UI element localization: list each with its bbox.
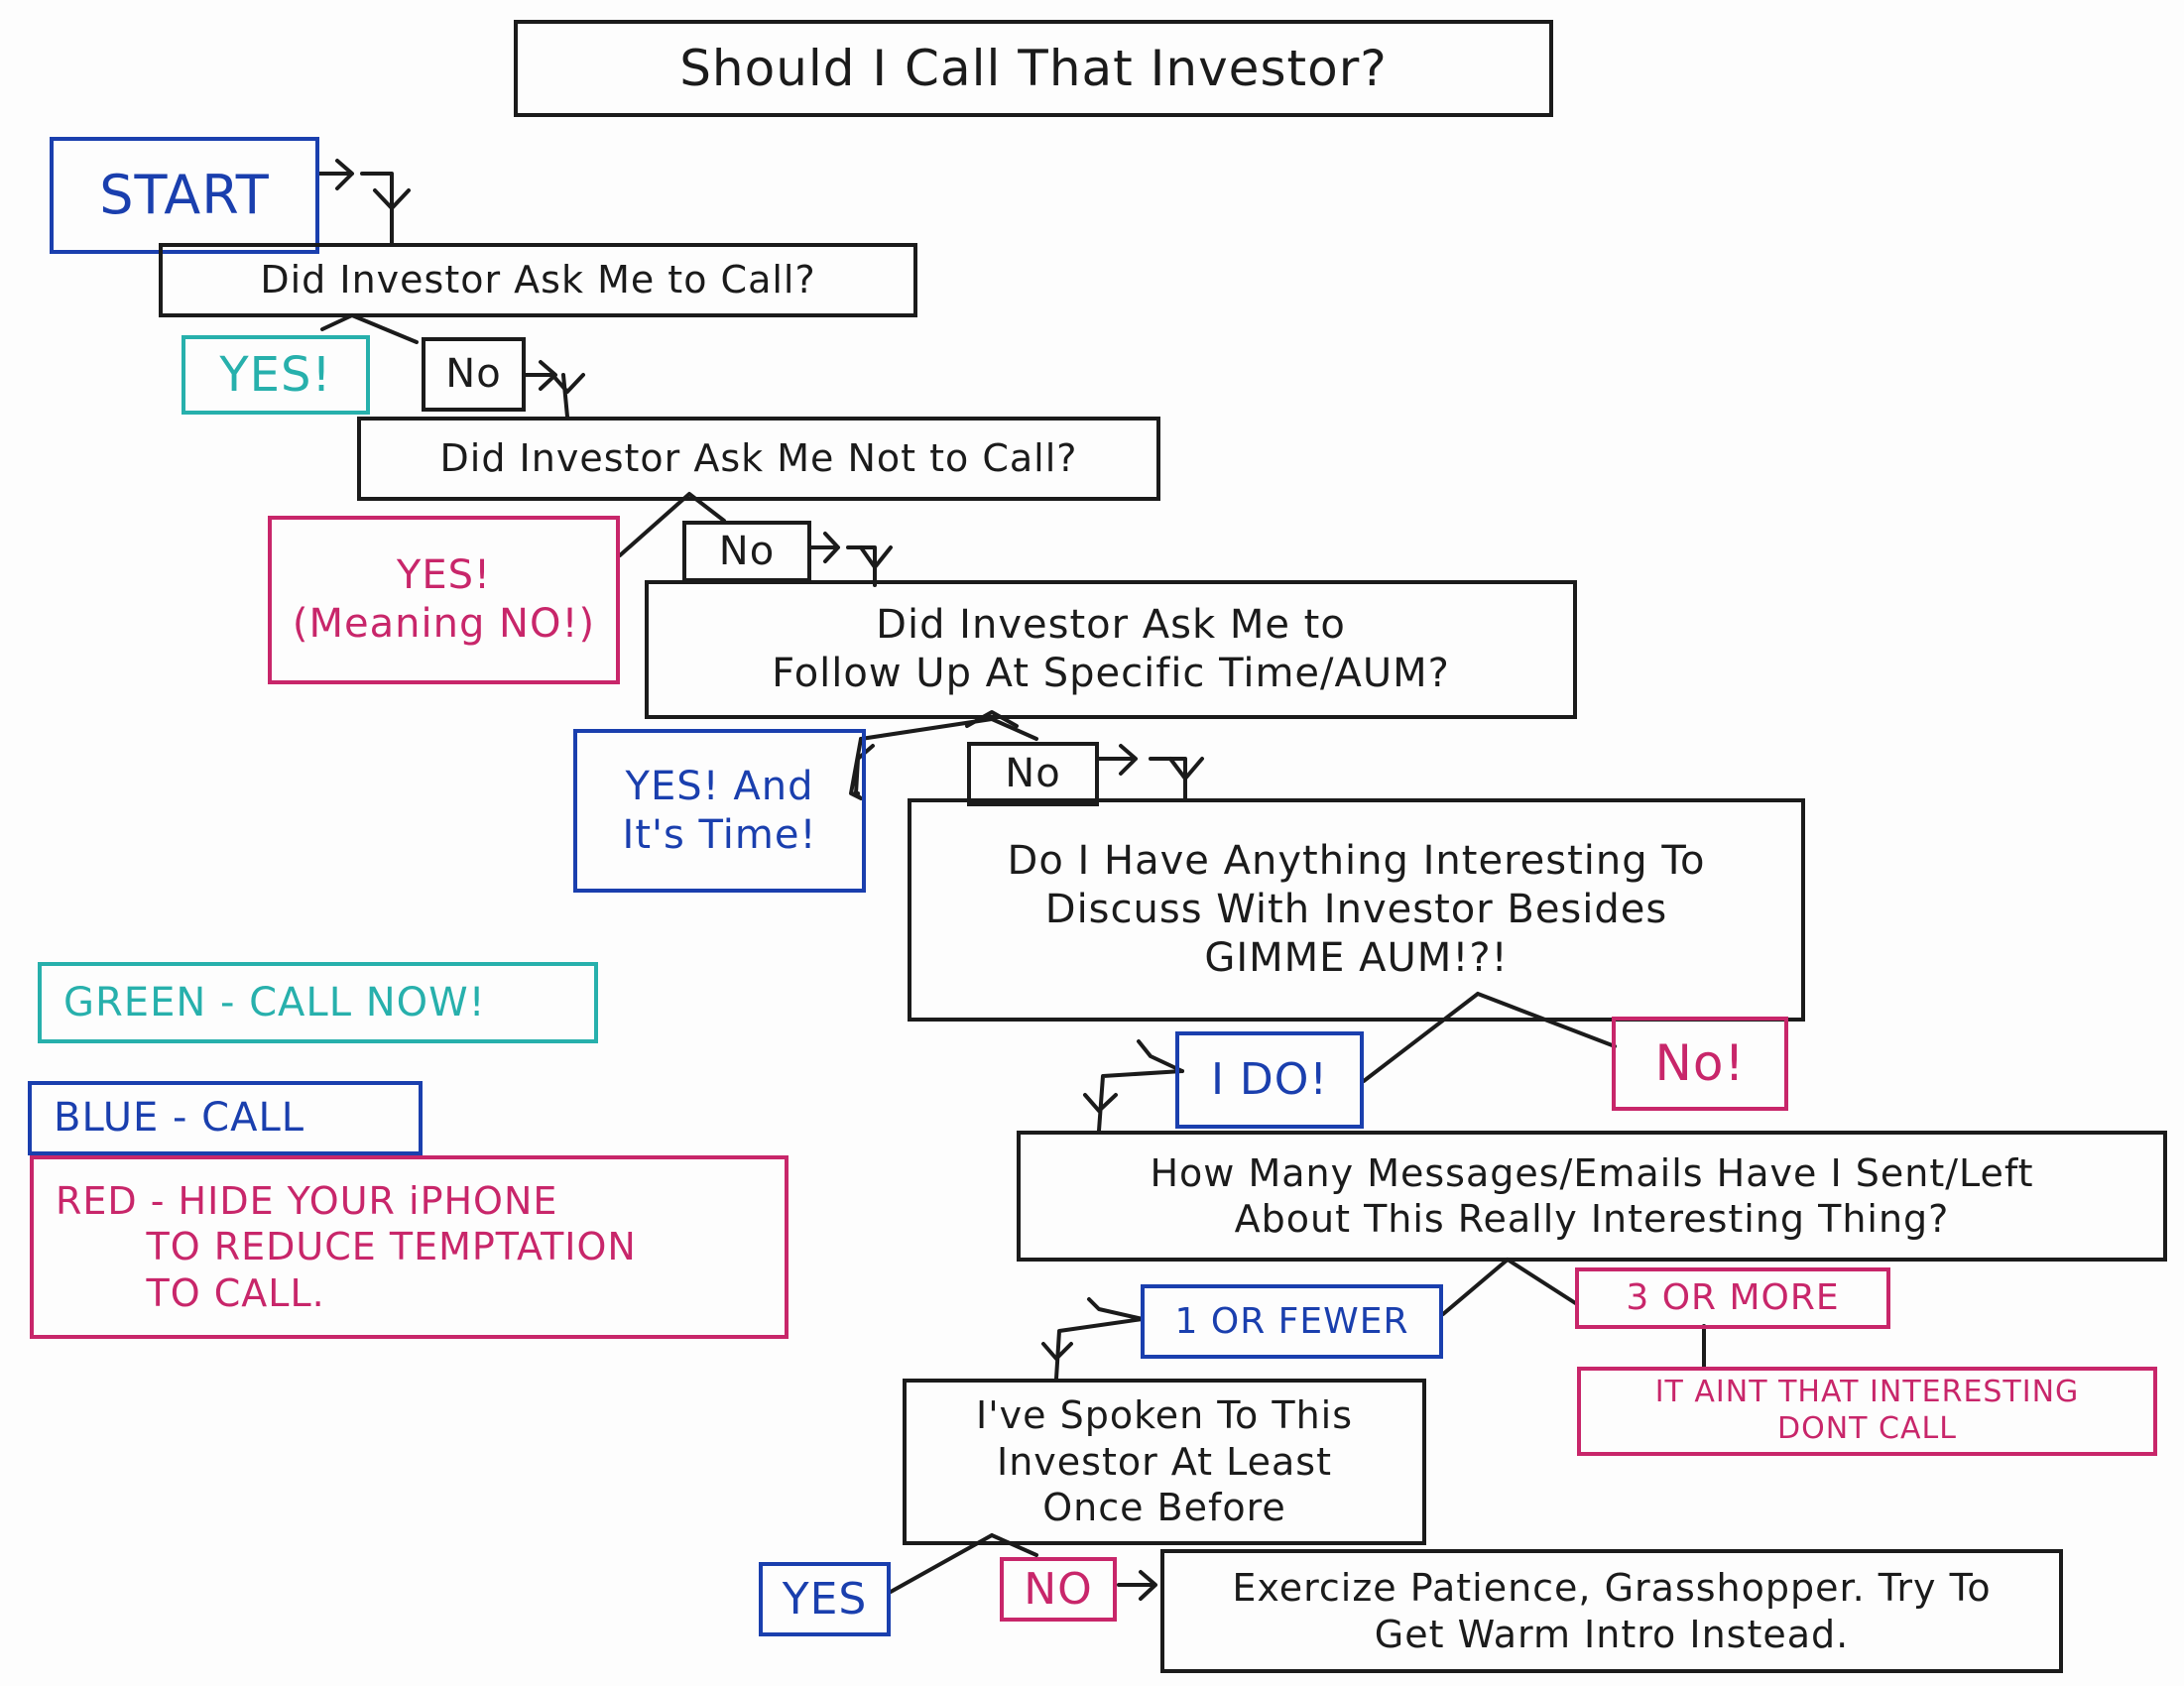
answer-interesting-no-text: No! [1654,1034,1746,1092]
start-node: START [50,137,319,254]
start-node-text: START [99,164,270,227]
answer-spoken-no: NO [1000,1557,1117,1622]
answer-follow-up-yes: YES! And It's Time! [573,729,866,893]
question-follow-up-time: Did Investor Ask Me to Follow Up At Spec… [645,580,1577,719]
legend-green-text: GREEN - CALL NOW! [63,979,486,1025]
question-follow-up-time-text: Did Investor Ask Me to Follow Up At Spec… [772,602,1450,696]
question-anything-interesting-text: Do I Have Anything Interesting To Discus… [1007,838,1706,981]
question-asked-to-call: Did Investor Ask Me to Call? [159,243,917,317]
answer-three-or-more: 3 OR MORE [1575,1267,1890,1329]
answer-asked-not-to-call-no: No [682,521,811,582]
page-title: Should I Call That Investor? [514,20,1553,117]
result-dont-call-text: IT AINT THAT INTERESTING DONT CALL [1654,1375,2080,1446]
branch-q1 [320,313,419,344]
answer-interesting-yes: I DO! [1175,1031,1364,1129]
legend-green: GREEN - CALL NOW! [38,962,598,1043]
arrow-q3no-to-q4 [1097,744,1204,800]
result-warm-intro-text: Exercize Patience, Grasshopper. Try To G… [1232,1566,1992,1656]
question-spoken-before: I've Spoken To This Investor At Least On… [903,1379,1426,1545]
legend-blue: BLUE - CALL [28,1081,423,1155]
answer-asked-not-to-call-yes-text: YES! (Meaning NO!) [292,552,596,647]
question-asked-not-to-call-text: Did Investor Ask Me Not to Call? [439,436,1078,481]
result-dont-call: IT AINT THAT INTERESTING DONT CALL [1577,1367,2157,1456]
answer-spoken-yes-text: YES [782,1573,868,1625]
answer-interesting-no: No! [1612,1017,1788,1111]
page-title-text: Should I Call That Investor? [679,39,1388,97]
answer-one-or-fewer: 1 OR FEWER [1141,1284,1443,1359]
answer-follow-up-no-text: No [1005,751,1061,797]
question-asked-not-to-call: Did Investor Ask Me Not to Call? [357,417,1160,501]
legend-blue-text: BLUE - CALL [54,1095,305,1142]
arrow-q2no-to-q3 [809,532,893,587]
arrow-q6no-to-patience [1117,1570,1157,1601]
question-spoken-before-text: I've Spoken To This Investor At Least On… [975,1393,1354,1530]
answer-asked-not-to-call-no-text: No [718,528,776,574]
answer-one-or-fewer-text: 1 OR FEWER [1174,1300,1409,1342]
answer-asked-to-call-no-text: No [445,351,502,398]
answer-asked-to-call-yes-text: YES! [219,346,332,403]
answer-asked-to-call-yes: YES! [182,335,370,415]
legend-red-text: RED - HIDE YOUR iPHONE TO REDUCE TEMPTAT… [56,1178,637,1315]
arrow-q1no-to-q2 [524,360,585,419]
question-messages-sent-text: How Many Messages/Emails Have I Sent/Lef… [1150,1150,2034,1241]
question-anything-interesting: Do I Have Anything Interesting To Discus… [908,798,1805,1022]
question-messages-sent: How Many Messages/Emails Have I Sent/Lef… [1017,1131,2167,1262]
answer-follow-up-no: No [967,742,1099,806]
arrow-ido-to-q5 [1083,1039,1184,1133]
answer-spoken-no-text: NO [1024,1563,1093,1615]
answer-asked-to-call-no: No [422,337,526,412]
answer-interesting-yes-text: I DO! [1210,1054,1329,1106]
branch-q5 [1441,1258,1579,1316]
arrow-fewer-to-q6 [1041,1297,1145,1381]
answer-spoken-yes: YES [759,1562,891,1636]
result-warm-intro: Exercize Patience, Grasshopper. Try To G… [1160,1549,2063,1673]
question-asked-to-call-text: Did Investor Ask Me to Call? [260,258,816,302]
legend-red: RED - HIDE YOUR iPHONE TO REDUCE TEMPTAT… [30,1155,789,1339]
branch-q3 [849,710,1038,800]
answer-asked-not-to-call-yes: YES! (Meaning NO!) [268,516,620,684]
answer-three-or-more-text: 3 OR MORE [1626,1277,1840,1319]
answer-follow-up-yes-text: YES! And It's Time! [622,763,817,858]
arrow-start-to-q1 [317,159,411,245]
